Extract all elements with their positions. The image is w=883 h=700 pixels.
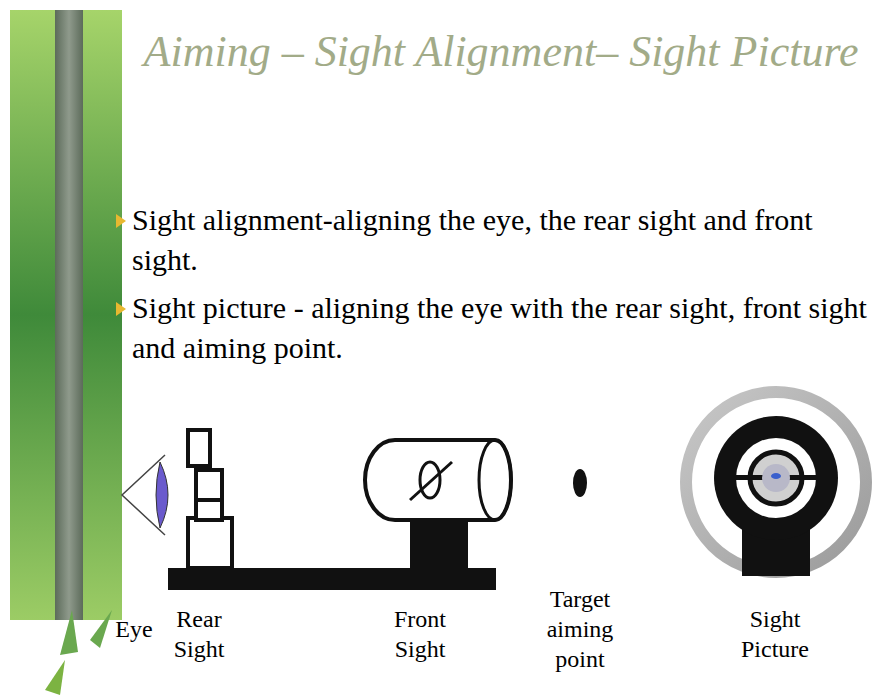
bullet-arrow	[116, 302, 126, 316]
part-label: Eye	[104, 614, 164, 644]
bullet-text: Sight picture - aligning the eye with th…	[132, 288, 872, 368]
barrel-base	[168, 568, 496, 590]
part-label: Front Sight	[370, 604, 470, 664]
slide-title: Aiming – Sight Alignment– Sight Picture	[125, 20, 877, 84]
side-bar	[10, 10, 122, 695]
part-label: Sight Picture	[725, 604, 825, 664]
part-label: Target aiming point	[535, 584, 625, 674]
eye-symbol	[122, 455, 168, 535]
part-label: Rear Sight	[164, 604, 234, 664]
sight-picture	[686, 392, 866, 576]
target-dot	[573, 469, 587, 497]
front-sight	[365, 440, 511, 570]
rear-sight	[188, 430, 232, 568]
bullet-text: Sight alignment-aligning the eye, the re…	[132, 200, 872, 280]
bullet-arrow	[116, 214, 126, 228]
